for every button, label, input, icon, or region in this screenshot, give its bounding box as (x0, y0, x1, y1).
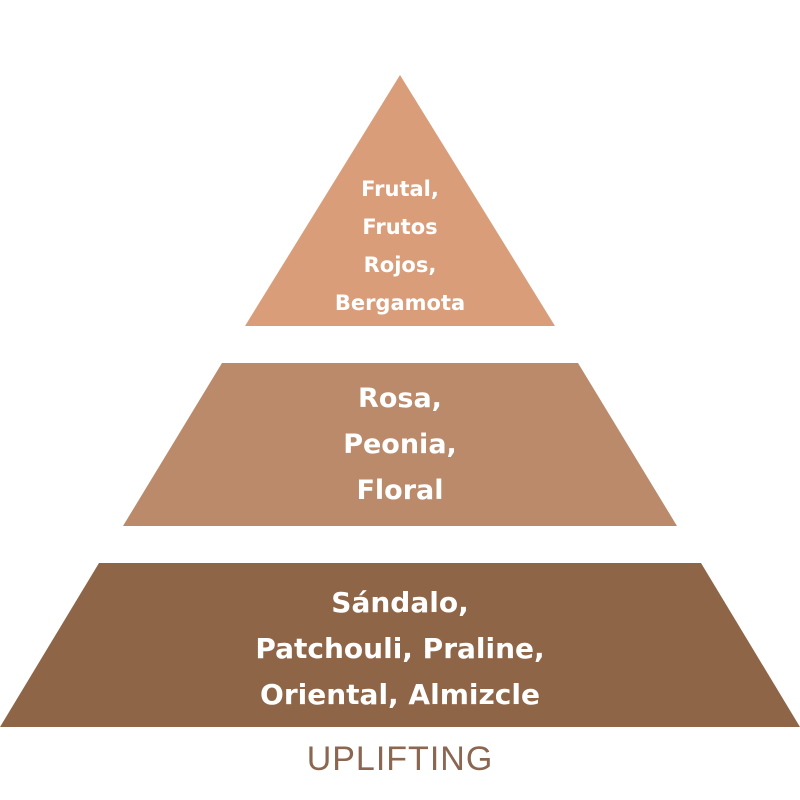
pyramid-middle-tier (123, 363, 677, 526)
top-notes-text: Frutal, Frutos Rojos, Bergamota (0, 170, 800, 322)
note-line: Patchouli, Praline, (255, 632, 545, 665)
note-line: Floral (356, 475, 444, 506)
note-line: Frutos (362, 215, 438, 239)
note-line: Bergamota (334, 291, 466, 315)
heart-notes-text: Rosa, Peonia, Floral (0, 376, 800, 514)
base-notes-text: Sándalo, Patchouli, Praline, Oriental, A… (0, 580, 800, 718)
note-line: Peonia, (343, 429, 457, 460)
pyramid-top-tier (245, 75, 555, 326)
note-line: Frutal, (361, 177, 439, 201)
note-line: Oriental, Almizcle (260, 678, 540, 711)
caption: UPLIFTING (306, 740, 494, 778)
note-line: Sándalo, (331, 586, 469, 619)
note-line: Rojos, (363, 253, 437, 277)
note-line: Rosa, (358, 383, 442, 414)
pyramid-base-tier (0, 563, 800, 727)
